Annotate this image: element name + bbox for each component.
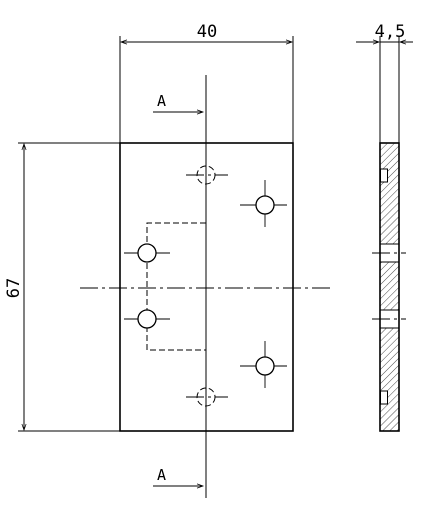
side-outline — [379, 142, 400, 432]
width-value: 40 — [197, 22, 217, 42]
hole-left-upper — [124, 243, 170, 263]
thickness-dimension: 4,5 — [356, 22, 413, 143]
height-value: 67 — [4, 278, 24, 298]
hole-right-upper — [240, 180, 290, 230]
hole-right-lower — [240, 341, 290, 391]
width-dimension: 40 — [119, 22, 294, 143]
hidden-hole-top — [186, 165, 228, 185]
height-dimension: 67 — [4, 142, 120, 432]
front-view: A A 40 67 — [4, 22, 333, 498]
section-label-bottom: A — [157, 466, 166, 484]
thickness-value: 4,5 — [375, 22, 406, 42]
section-marker-bottom: A — [153, 466, 205, 489]
side-section-view: 4,5 — [356, 22, 413, 432]
hole-left-lower — [124, 309, 170, 329]
section-marker-top: A — [153, 92, 205, 115]
section-label-top: A — [157, 92, 166, 110]
hidden-recess-outline — [146, 222, 206, 351]
hidden-hole-bottom — [186, 387, 228, 407]
section-hatch — [380, 143, 399, 431]
